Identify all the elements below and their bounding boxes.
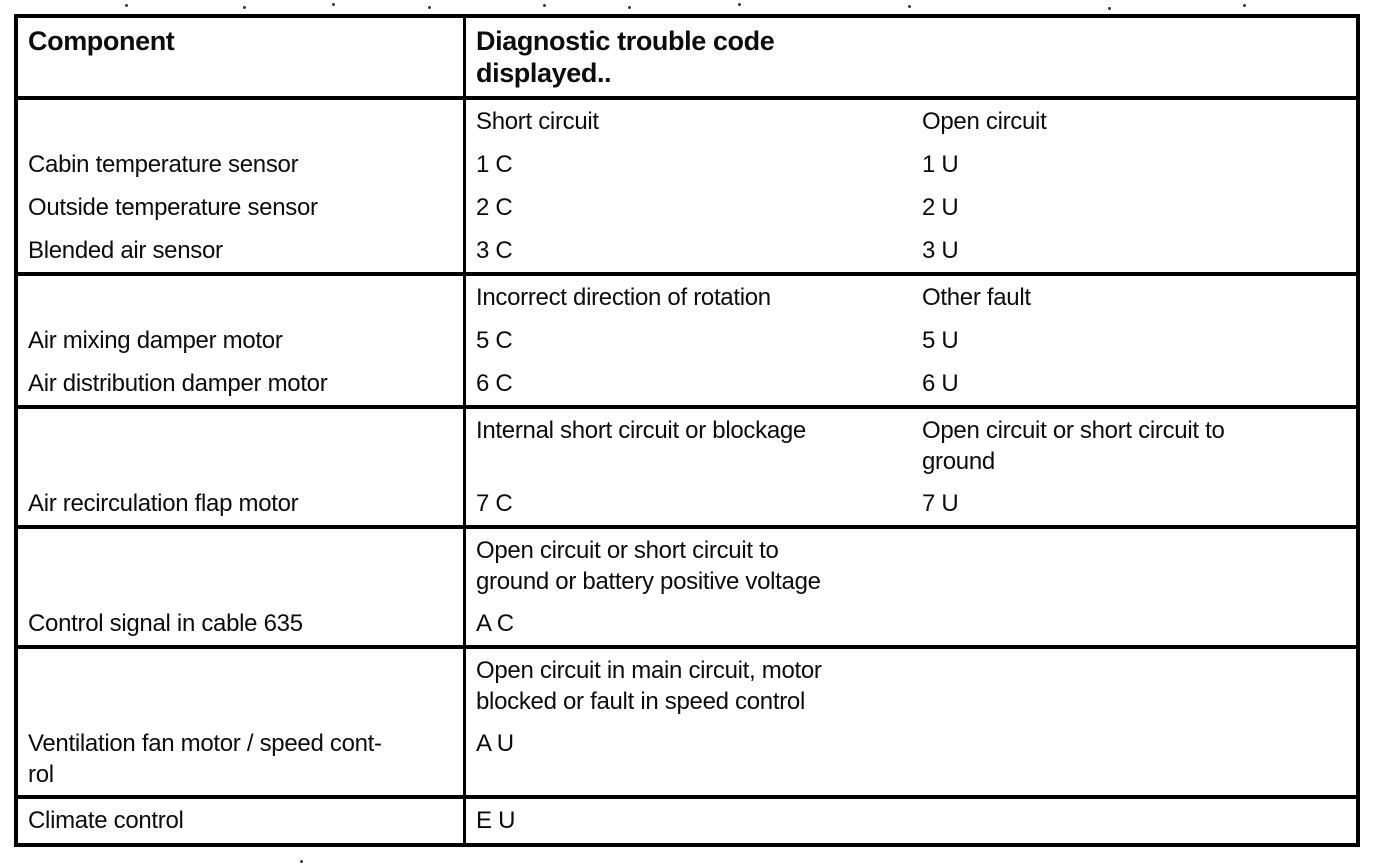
- header-component: Component: [28, 26, 175, 56]
- subheader-row: Internal short circuit or blockage Open …: [18, 409, 1356, 482]
- fault-type-cell: Other fault: [922, 284, 1031, 311]
- scan-speck: [628, 6, 631, 9]
- code-cell: [920, 602, 1356, 608]
- fault-type-cell: Open circuit: [922, 108, 1047, 135]
- header-spacer: [920, 18, 1356, 25]
- table-row: Outside temperature sensor 2 C 2 U: [18, 186, 1356, 229]
- code-cell: 6 C: [476, 370, 513, 397]
- code-cell: 2 C: [476, 194, 513, 221]
- section-temperature-sensors: Short circuit Open circuit Cabin tempera…: [18, 100, 1356, 276]
- code-cell: 5 C: [476, 327, 513, 354]
- code-cell: 2 U: [922, 194, 959, 221]
- fault-type-cell: Open circuit in main circuit, motor bloc…: [476, 657, 822, 715]
- component-cell: Climate control: [28, 807, 184, 834]
- fault-type-cell: [920, 649, 1356, 655]
- section-climate-control: Climate control E U: [18, 799, 1356, 842]
- code-cell: [920, 722, 1356, 728]
- fault-type-cell: Open circuit or short circuit to ground: [922, 417, 1225, 475]
- fault-type-cell: Internal short circuit or blockage: [476, 417, 806, 444]
- section-ventilation-fan-motor: Open circuit in main circuit, motor bloc…: [18, 649, 1356, 799]
- code-cell: E U: [476, 807, 516, 834]
- table-row: Climate control E U: [18, 799, 1356, 842]
- code-cell: 6 U: [922, 370, 959, 397]
- code-cell: A U: [476, 730, 514, 757]
- subheader-row: Short circuit Open circuit: [18, 100, 1356, 143]
- fault-type-cell: [920, 529, 1356, 535]
- component-cell: [18, 649, 463, 655]
- component-cell: Blended air sensor: [28, 237, 223, 264]
- diagnostic-trouble-code-table: Component Diagnostic trouble code displa…: [14, 14, 1360, 847]
- code-cell: 5 U: [922, 327, 959, 354]
- code-cell: 3 U: [922, 237, 959, 264]
- scan-speck: [543, 4, 546, 7]
- component-cell: Control signal in cable 635: [28, 610, 303, 637]
- table-header-section: Component Diagnostic trouble code displa…: [18, 18, 1356, 100]
- table-row: Cabin temperature sensor 1 C 1 U: [18, 143, 1356, 186]
- component-cell: Air distribution damper motor: [28, 370, 328, 397]
- section-control-signal-cable: Open circuit or short circuit to ground …: [18, 529, 1356, 649]
- code-cell: 1 C: [476, 151, 513, 178]
- code-cell: 3 C: [476, 237, 513, 264]
- component-cell: Outside temperature sensor: [28, 194, 318, 221]
- code-cell: [920, 799, 1356, 805]
- fault-type-cell: Incorrect direction of rotation: [476, 284, 771, 311]
- table-row: Ventilation fan motor / speed cont- rol …: [18, 722, 1356, 795]
- scan-speck: [332, 3, 335, 6]
- scan-speck: [300, 860, 303, 863]
- component-cell: Air recirculation flap motor: [28, 490, 299, 517]
- component-cell: [18, 100, 463, 106]
- table-row: Control signal in cable 635 A C: [18, 602, 1356, 645]
- component-cell: [18, 276, 463, 282]
- code-cell: 1 U: [922, 151, 959, 178]
- scan-speck: [738, 3, 741, 6]
- scan-speck: [1108, 7, 1111, 10]
- table-row: Blended air sensor 3 C 3 U: [18, 229, 1356, 272]
- code-cell: 7 C: [476, 490, 513, 517]
- component-cell: [18, 529, 463, 535]
- header-diagnostic-trouble-code: Diagnostic trouble code displayed..: [476, 26, 775, 88]
- column-divider: [463, 18, 466, 843]
- code-cell: 7 U: [922, 490, 959, 517]
- component-cell: [18, 409, 463, 415]
- code-cell: A C: [476, 610, 514, 637]
- section-recirculation-flap-motor: Internal short circuit or blockage Open …: [18, 409, 1356, 529]
- component-cell: Cabin temperature sensor: [28, 151, 299, 178]
- subheader-row: Incorrect direction of rotation Other fa…: [18, 276, 1356, 319]
- subheader-row: Open circuit or short circuit to ground …: [18, 529, 1356, 602]
- section-damper-motors: Incorrect direction of rotation Other fa…: [18, 276, 1356, 409]
- scan-speck: [1243, 4, 1246, 7]
- fault-type-cell: Open circuit or short circuit to ground …: [476, 537, 821, 595]
- fault-type-cell: Short circuit: [476, 108, 599, 135]
- subheader-row: Open circuit in main circuit, motor bloc…: [18, 649, 1356, 722]
- table-row: Air recirculation flap motor 7 C 7 U: [18, 482, 1356, 525]
- component-cell: Ventilation fan motor / speed cont- rol: [28, 730, 382, 788]
- table-row: Air distribution damper motor 6 C 6 U: [18, 362, 1356, 405]
- table-row: Air mixing damper motor 5 C 5 U: [18, 319, 1356, 362]
- table-header-row: Component Diagnostic trouble code displa…: [18, 18, 1356, 96]
- component-cell: Air mixing damper motor: [28, 327, 283, 354]
- scan-speck: [428, 6, 431, 9]
- scan-speck: [243, 6, 246, 9]
- scan-speck: [125, 4, 128, 7]
- scan-speck: [908, 5, 911, 8]
